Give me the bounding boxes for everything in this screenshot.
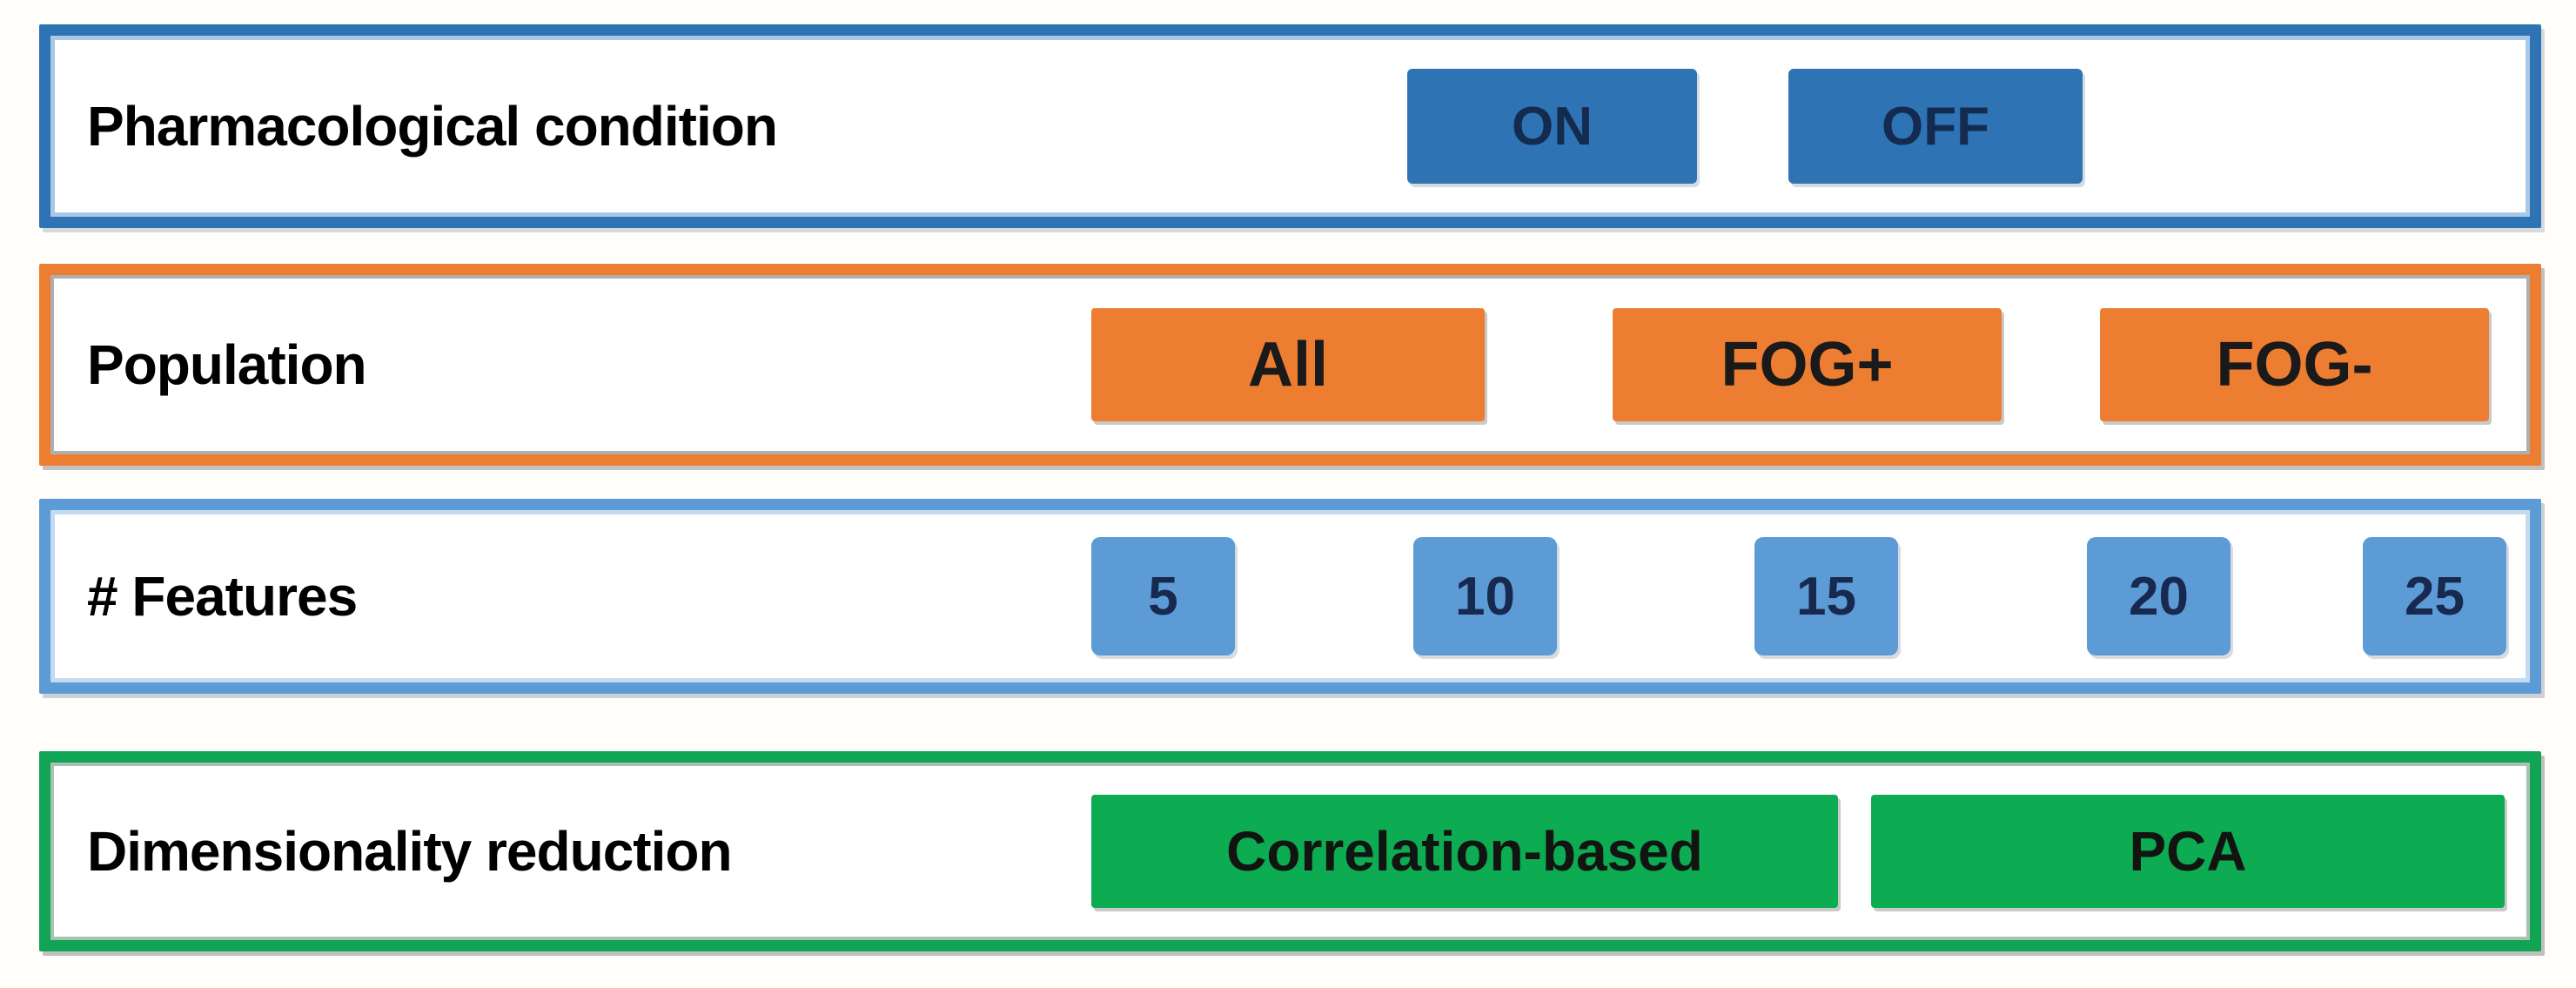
panel-label: Dimensionality reduction: [87, 820, 733, 883]
population-fog-plus-button[interactable]: FOG+: [1613, 308, 2002, 421]
population-fog-minus-button[interactable]: FOG-: [2100, 308, 2489, 421]
features-5-button[interactable]: 5: [1091, 537, 1235, 655]
dimensionality-reduction-panel: Dimensionality reduction Correlation-bas…: [39, 751, 2541, 951]
panel-label: Population: [87, 333, 367, 396]
features-15-button[interactable]: 15: [1754, 537, 1898, 655]
off-button[interactable]: OFF: [1788, 69, 2083, 184]
population-all-button[interactable]: All: [1091, 308, 1485, 421]
features-20-button[interactable]: 20: [2087, 537, 2231, 655]
features-count-panel: # Features 5 10 15 20 25: [39, 499, 2541, 694]
pharmacological-condition-panel: Pharmacological condition ON OFF: [39, 24, 2541, 228]
population-panel: Population All FOG+ FOG-: [39, 264, 2541, 466]
panel-label: # Features: [87, 565, 358, 628]
features-25-button[interactable]: 25: [2363, 537, 2506, 655]
on-button[interactable]: ON: [1407, 69, 1697, 184]
panel-label: Pharmacological condition: [87, 95, 778, 158]
features-10-button[interactable]: 10: [1413, 537, 1557, 655]
correlation-based-button[interactable]: Correlation-based: [1091, 795, 1838, 908]
pca-button[interactable]: PCA: [1871, 795, 2505, 908]
